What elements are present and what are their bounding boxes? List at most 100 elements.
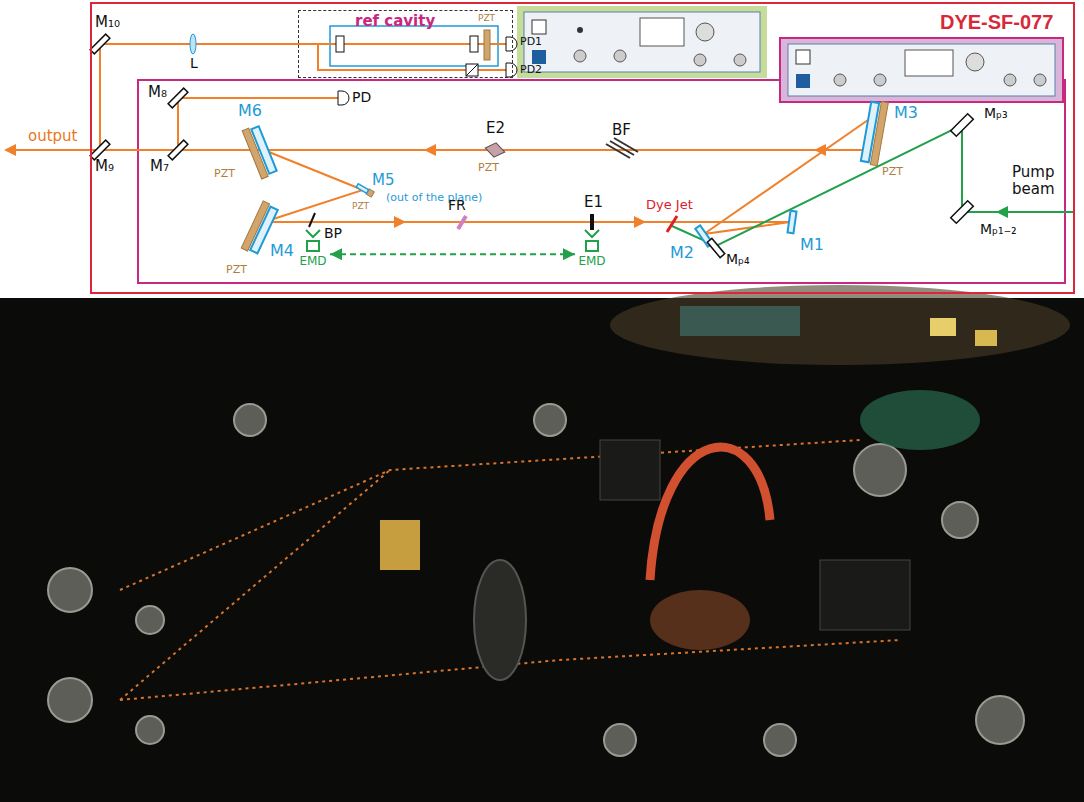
panel-button — [796, 74, 810, 88]
mirror-label: Mₚ₃ — [984, 106, 1008, 121]
control-panel — [788, 44, 1055, 96]
mount-knob — [534, 404, 566, 436]
mount-knob — [976, 696, 1024, 744]
filter-plate — [614, 138, 638, 152]
dye-jet-label: Dye Jet — [646, 198, 693, 212]
arrowhead — [996, 206, 1008, 218]
emd-box: EMD — [296, 240, 330, 268]
dye-jet — [667, 216, 677, 232]
mirror-label: M1 — [800, 236, 824, 254]
cavity-mirror — [336, 36, 344, 52]
pump-mirror — [707, 238, 724, 257]
lens — [190, 34, 196, 54]
output-label: output — [28, 128, 77, 145]
panel-switch — [796, 50, 810, 64]
arrowhead — [634, 216, 646, 228]
plane-mirror — [168, 140, 188, 160]
mount-knob — [136, 716, 164, 744]
arrowhead — [814, 144, 826, 156]
etalon — [590, 214, 594, 230]
photodiode-label: PD2 — [520, 64, 542, 76]
pzt-label: PZT — [478, 162, 499, 174]
pump-glow — [860, 390, 980, 450]
pump-label: Pump beam — [1012, 164, 1070, 197]
pzt-label: PZT — [882, 166, 903, 178]
emd-box: EMD — [575, 240, 609, 268]
etalon-label: E1 — [584, 194, 603, 211]
panel-knob — [614, 50, 626, 62]
galvo-symbol — [585, 230, 599, 237]
beam-splitter-cube — [466, 64, 478, 76]
photodiode — [506, 37, 517, 51]
panel-dial — [966, 53, 984, 71]
photo-ground — [0, 298, 1084, 802]
photodiode — [506, 63, 517, 77]
panel-switch — [532, 20, 546, 34]
mirror-label: Mₚ₁₋₂ — [980, 222, 1017, 237]
mirror-label: M₁₀ — [95, 14, 120, 31]
emd-label: EMD — [578, 254, 605, 268]
mount-knob — [942, 502, 978, 538]
lens-label: L — [190, 56, 198, 71]
mirror-mounts — [48, 404, 1024, 756]
cavity-title: ref cavity — [355, 12, 435, 30]
panel-knob — [1004, 74, 1016, 86]
cavity-mirror — [470, 36, 478, 52]
panel-meter — [905, 50, 953, 76]
wall-light — [975, 330, 997, 346]
dashed-double-arrow — [330, 253, 575, 255]
faraday-rotator — [458, 216, 466, 229]
panel-dial — [696, 23, 714, 41]
cavity-mirror — [861, 102, 879, 162]
panel-knob — [874, 74, 886, 86]
laser-beams — [14, 44, 868, 234]
photodiode-label: PD — [352, 90, 371, 105]
note-label: (out of the plane) — [386, 192, 482, 204]
pzt-label: PZT — [352, 202, 369, 212]
mirror-label: Mₚ₄ — [726, 252, 750, 267]
emd-label: EMD — [299, 254, 326, 268]
pzt-label: PZT — [214, 168, 235, 180]
control-panel — [524, 12, 760, 72]
arrowhead — [424, 144, 436, 156]
panel-knob — [734, 54, 746, 66]
mirror-label: M₇ — [150, 158, 169, 175]
beam — [100, 149, 868, 151]
panel-knob — [574, 50, 586, 62]
pzt-label: PZT — [478, 14, 495, 24]
pump-mirror — [951, 114, 974, 137]
pump-mirror — [951, 201, 974, 224]
beam-arrows — [4, 144, 826, 228]
model-title: DYE-SF-077 — [940, 10, 1053, 34]
photo-lens — [474, 560, 526, 680]
filter-label: BF — [612, 122, 631, 139]
pzt-stack — [484, 30, 490, 60]
beam — [704, 120, 868, 234]
cavity-frame — [138, 80, 1065, 283]
pump-beam — [672, 125, 1075, 246]
mount-knob — [136, 606, 164, 634]
mirror-label: M3 — [894, 104, 918, 122]
mount-knob — [234, 404, 266, 436]
mirror-label: M5 — [372, 172, 395, 189]
panel-knob — [834, 74, 846, 86]
galvo-symbol — [306, 230, 320, 237]
beam — [264, 150, 363, 222]
wall-light — [680, 306, 800, 336]
pzt-label: PZT — [226, 264, 247, 276]
mount-knob — [854, 444, 906, 496]
emd-symbol — [585, 240, 599, 252]
mirror-label: M4 — [270, 242, 294, 260]
etalon — [485, 141, 505, 159]
photo-beams — [120, 440, 900, 700]
cavity-mirror — [787, 211, 796, 234]
emd-symbol — [306, 240, 320, 252]
photodiode-label: PD1 — [520, 36, 542, 48]
panel-button — [532, 50, 546, 64]
plane-mirror — [168, 88, 188, 108]
mount-knob — [48, 678, 92, 722]
dye-jet-glow — [650, 590, 750, 650]
wall-light — [930, 318, 956, 336]
